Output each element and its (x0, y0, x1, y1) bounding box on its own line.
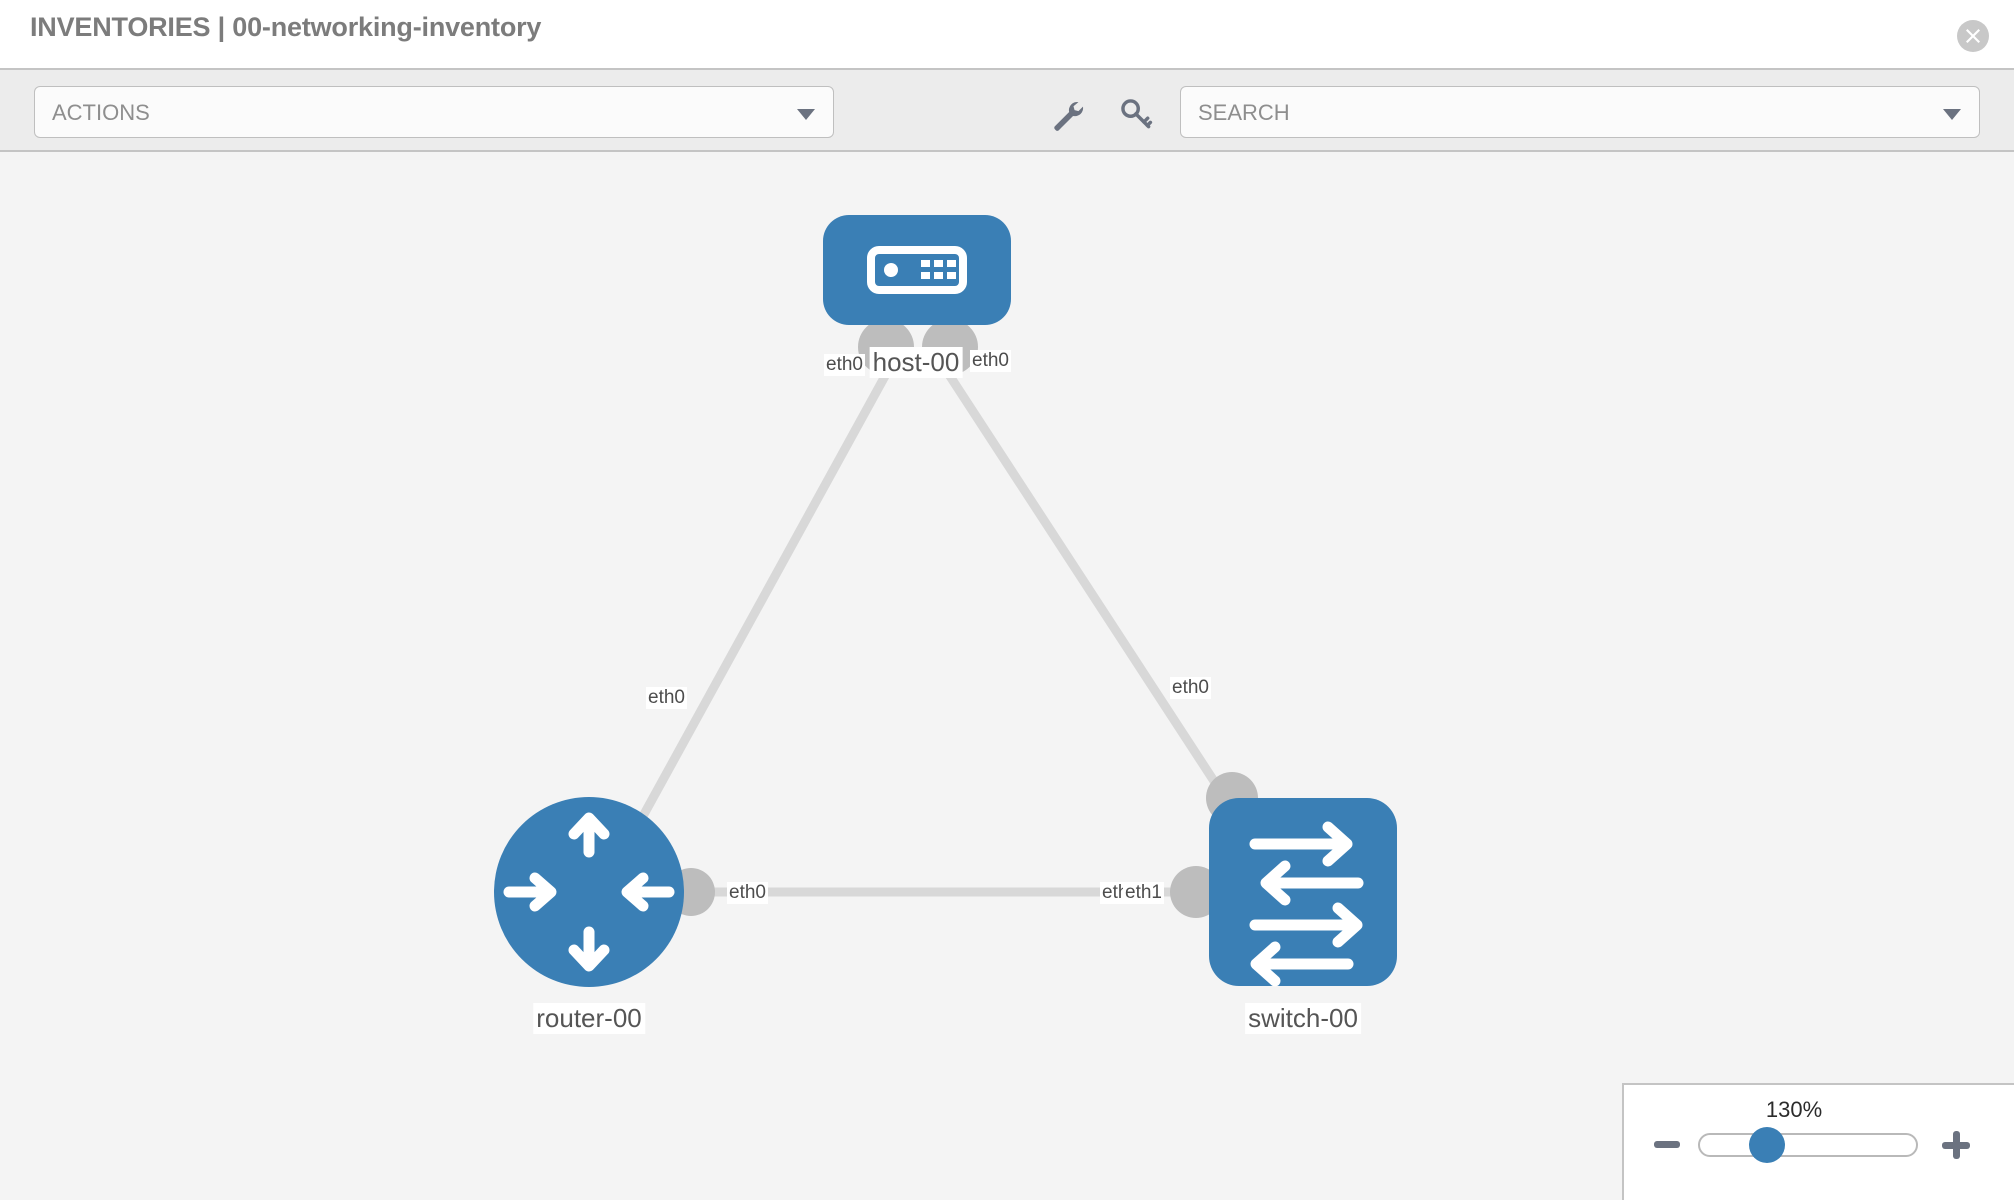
node-host-00 (823, 215, 1011, 325)
page-header: INVENTORIES | 00-networking-inventory (0, 0, 2014, 68)
zoom-out-button[interactable] (1654, 1141, 1680, 1148)
iface-label-host-right: eth0 (970, 350, 1011, 372)
iface-label-router-up: eth0 (646, 687, 687, 709)
key-icon[interactable] (1118, 96, 1154, 132)
chevron-down-icon (797, 109, 815, 120)
page-title: INVENTORIES | 00-networking-inventory (30, 12, 542, 42)
zoom-control-panel: 130% (1622, 1083, 2014, 1200)
link-host-router (611, 364, 894, 870)
close-icon[interactable] (1957, 20, 1989, 52)
node-label-router: router-00 (533, 1003, 645, 1034)
wrench-icon[interactable] (1048, 96, 1084, 132)
iface-label-switch-up: eth0 (1170, 677, 1211, 699)
actions-dropdown[interactable]: ACTIONS (34, 86, 834, 138)
zoom-in-button[interactable] (1942, 1131, 1970, 1159)
zoom-slider-track[interactable] (1698, 1133, 1918, 1157)
node-switch-00 (1209, 798, 1397, 987)
node-label-host: host-00 (869, 347, 963, 378)
topology-graph (494, 215, 1397, 987)
iface-label-host-left: eth0 (824, 354, 865, 376)
actions-dropdown-label: ACTIONS (52, 100, 150, 125)
iface-label-switch-left: eth1 (1123, 882, 1164, 904)
topology-links (611, 364, 1274, 897)
search-input[interactable]: SEARCH (1180, 86, 1980, 138)
server-icon (867, 246, 967, 294)
chevron-down-icon (1943, 109, 1961, 120)
search-placeholder: SEARCH (1198, 100, 1290, 125)
node-router-00 (494, 797, 684, 987)
iface-label-router-right: eth0 (727, 882, 768, 904)
zoom-slider-thumb[interactable] (1749, 1127, 1785, 1163)
switch-arrows-icon (1249, 821, 1364, 987)
node-label-switch: switch-00 (1245, 1003, 1361, 1034)
iface-label-switch-left-overlap: eth (1100, 882, 1131, 904)
router-arrows-icon (503, 812, 675, 972)
zoom-percent-label: 130% (1765, 1097, 1823, 1122)
toolbar: ACTIONS SEARCH (0, 68, 2014, 152)
topology-canvas[interactable]: host-00 router-00 switch-00 eth0 eth0 et… (0, 152, 2014, 1200)
